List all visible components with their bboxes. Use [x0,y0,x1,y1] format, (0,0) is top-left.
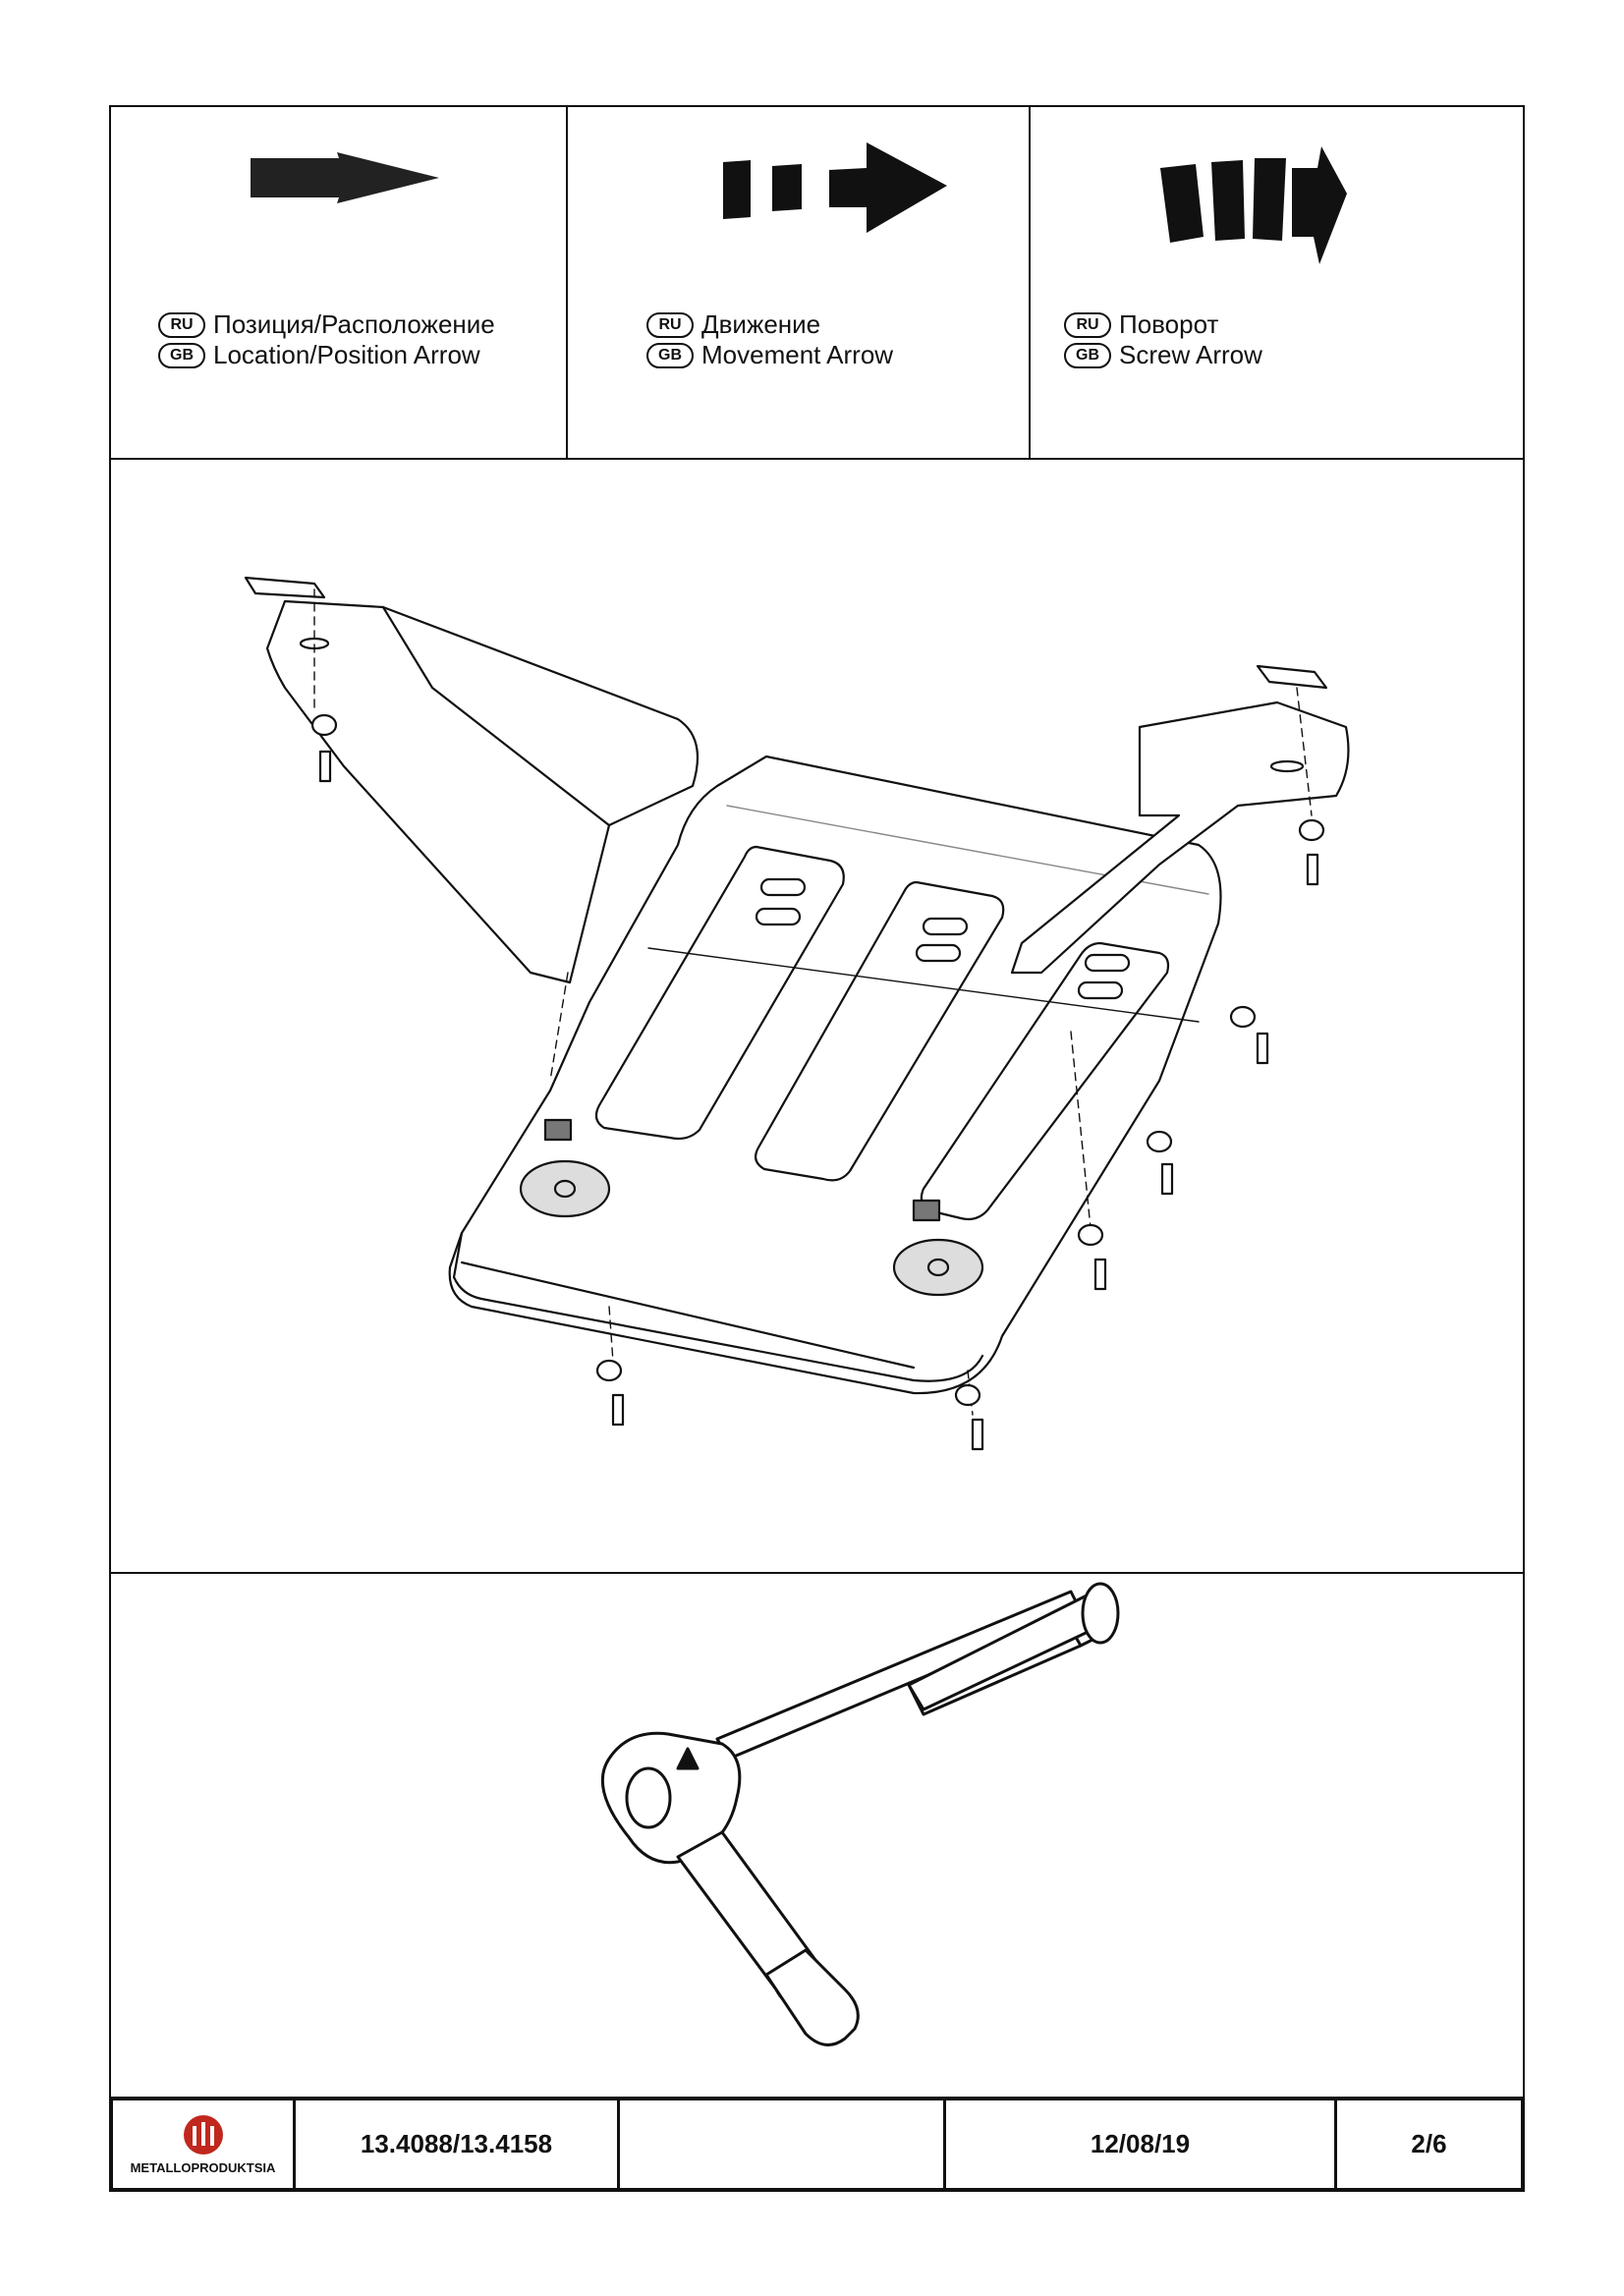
legend-text-ru: Движение [701,309,821,339]
location-arrow-icon [251,152,439,203]
date: 12/08/19 [946,2100,1337,2188]
logo-text: METALLOPRODUKTSIA [130,2160,276,2175]
legend-screw: RU Поворот GB Screw Arrow [1029,107,1525,458]
lang-badge-gb: GB [1064,342,1111,368]
movement-arrow-icon [723,142,947,233]
title-block: METALLOPRODUKTSIA 13.4088/13.4158 12/08/… [109,2097,1525,2192]
legend-text-gb: Screw Arrow [1119,340,1262,369]
page-number: 2/6 [1411,2129,1447,2158]
lang-badge-gb: GB [646,342,694,368]
legend-location: RU Позиция/Расположение GB Location/Positi… [111,107,566,458]
legend-col-divider-2 [1029,107,1031,458]
page-frame: RU Позиция/Расположение GB Location/Positi… [109,105,1525,2192]
part-number: 13.4088/13.4158 [296,2100,620,2188]
lang-badge-ru: RU [1064,311,1111,338]
legend-text-ru: Поворот [1119,309,1219,339]
figure-divider [111,1572,1523,1574]
legend-text-ru: Позиция/Расположение [213,309,495,339]
company-logo-icon [183,2115,223,2155]
logo-cell: METALLOPRODUKTSIA [113,2100,296,2188]
lang-badge-gb: GB [158,342,205,368]
legend-col-divider-1 [566,107,568,458]
legend-text-gb: Movement Arrow [701,340,894,369]
lang-badge-ru: RU [646,311,694,338]
legend-divider [111,458,1523,460]
legend-movement: RU Движение GB Movement Arrow [566,107,1029,458]
lang-badge-ru: RU [158,311,205,338]
legend-text-gb: Location/Position Arrow [213,340,480,369]
blank-cell [620,2100,946,2188]
screw-arrow-icon [1160,146,1347,264]
